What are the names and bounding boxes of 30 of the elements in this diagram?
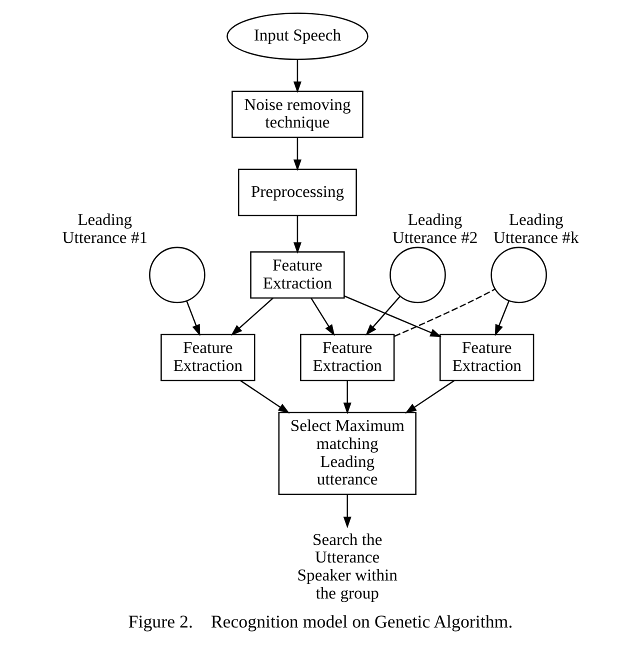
arrow	[292, 216, 301, 254]
arrow	[342, 494, 351, 528]
arrow	[344, 295, 442, 338]
caption: Figure 2. Recognition model on Genetic Algorithm.	[128, 612, 512, 632]
arrow	[365, 296, 400, 336]
node-label: Leading Utterance #1	[62, 210, 148, 247]
node-box: Feature Extraction	[250, 251, 344, 299]
node-text: Search the Utterance Speaker within the group	[296, 530, 397, 603]
node-label: Leading Utterance #2	[392, 210, 478, 247]
node-circle	[490, 246, 546, 304]
arrow	[230, 298, 273, 336]
node-box: Feature Extraction	[160, 334, 255, 382]
node-box: Select Maximum matching Leading utterance	[278, 412, 416, 496]
node-box: Preprocessing	[237, 168, 356, 216]
node-label: Leading Utterance #k	[492, 210, 578, 247]
arrow	[292, 138, 301, 172]
node-circle	[148, 246, 205, 304]
arrow	[186, 300, 200, 336]
node-circle	[389, 246, 446, 304]
connector	[394, 288, 495, 337]
node-box: Feature Extraction	[300, 334, 394, 382]
node-ellipse: Input Speech	[226, 12, 368, 60]
arrow	[342, 380, 351, 414]
arrow	[240, 380, 290, 414]
arrow	[310, 298, 334, 336]
node-box: Noise removing technique	[231, 90, 363, 138]
arrow	[292, 59, 301, 93]
node-box: Feature Extraction	[439, 334, 534, 382]
arrow	[404, 380, 454, 414]
arrow	[494, 300, 509, 336]
